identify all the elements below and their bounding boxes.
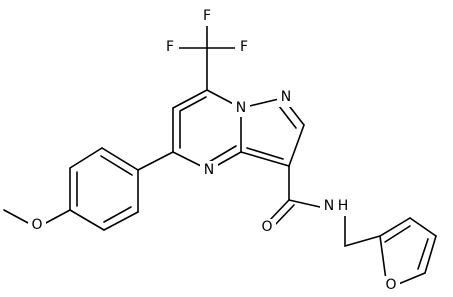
atom-f-right: F bbox=[240, 39, 248, 55]
bond-carbonyl-n bbox=[288, 199, 321, 208]
bond-c3-c3a bbox=[240, 151, 290, 167]
bond-furan-c5-o bbox=[395, 272, 426, 286]
atom-n-pyrimidine: N bbox=[204, 162, 214, 178]
bond-n1-c2-double bbox=[278, 105, 297, 129]
bond-c5-aryl bbox=[137, 151, 174, 171]
bond-furan-c4-c5 bbox=[424, 235, 437, 274]
atom-f-left: F bbox=[166, 39, 174, 55]
bond-furan-c2-c3-double bbox=[384, 225, 411, 243]
atom-o-methoxy: O bbox=[31, 217, 42, 233]
atom-o-carbonyl: O bbox=[261, 219, 272, 235]
bond-c2-c3 bbox=[288, 124, 305, 167]
bond-ch2-furan bbox=[344, 235, 381, 247]
bond-ar-c2-c3 bbox=[69, 147, 103, 169]
atom-o-furan: O bbox=[385, 277, 396, 293]
bond-carbonyl-o bbox=[267, 199, 290, 223]
bond-c3-c3a-double bbox=[246, 147, 284, 160]
bond-ar-o bbox=[43, 209, 71, 225]
atom-n-pyrazole: N bbox=[281, 89, 291, 105]
bond-furan-c4-c5-double bbox=[417, 238, 429, 270]
atom-f-top: F bbox=[203, 8, 211, 24]
bond-ar-c5-c6 bbox=[103, 211, 139, 231]
bond-c6-c7-double bbox=[179, 96, 207, 112]
atom-h-amide: H bbox=[338, 198, 349, 214]
bond-furan-c3-c4 bbox=[409, 217, 437, 237]
bond-carbonyl-o-double bbox=[272, 204, 295, 228]
atom-n-bridgehead: N bbox=[236, 100, 246, 116]
bond-ar-c1-c2-double bbox=[100, 155, 133, 176]
bond-ar-c1-c2 bbox=[101, 147, 139, 171]
atom-n-amide: N bbox=[324, 198, 334, 214]
bond-ar-c4-c5 bbox=[69, 209, 105, 231]
bond-furan-o-c2 bbox=[379, 235, 387, 281]
bond-ar-c5-c6-double bbox=[103, 206, 132, 223]
bond-furan-c2-c3 bbox=[379, 217, 411, 237]
bond-c6-c7 bbox=[172, 89, 208, 109]
bond-c3a-n4-double bbox=[208, 145, 237, 163]
bond-o-methyl bbox=[3, 209, 31, 225]
